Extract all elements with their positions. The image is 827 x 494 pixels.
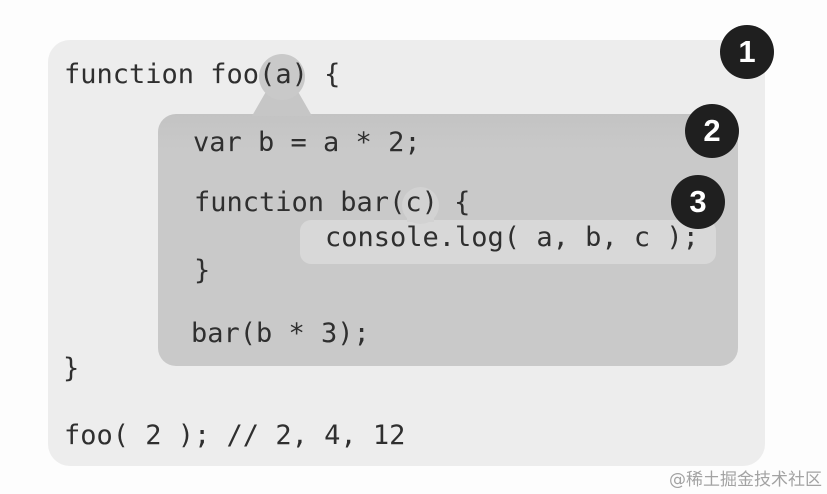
scope-3-param-c-connector — [407, 208, 434, 222]
code-line-foo-close: } — [63, 353, 80, 384]
code-line-foo-call: foo( 2 ); // 2, 4, 12 — [64, 420, 406, 451]
scope-2-param-a-blob — [259, 54, 305, 100]
watermark: @稀土掘金技术社区 — [669, 470, 822, 490]
code-line-function-foo: function foo(a) { — [64, 59, 341, 90]
scope-1-badge: 1 — [720, 25, 774, 79]
scope-3-badge: 3 — [671, 175, 725, 229]
code-line-bar-call: bar(b * 3); — [191, 318, 370, 349]
code-line-var-b: var b = a * 2; — [193, 127, 421, 158]
scope-3-bubble — [300, 220, 716, 264]
scope-2-badge: 2 — [685, 104, 739, 158]
code-line-console-log: console.log( a, b, c ); — [325, 222, 699, 253]
code-line-bar-close: } — [194, 255, 211, 286]
code-line-function-bar: function bar(c) { — [194, 187, 471, 218]
